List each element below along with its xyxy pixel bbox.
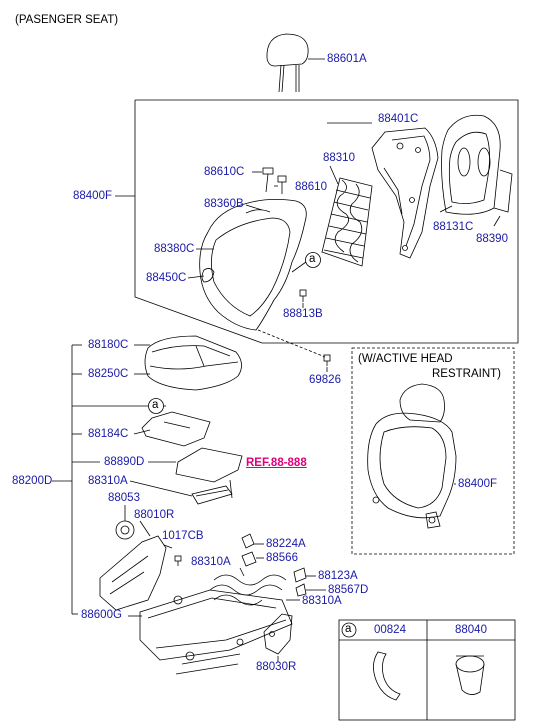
callout-88030R[interactable]: 88030R <box>256 661 297 673</box>
ref-link-88-888[interactable]: REF.88-888 <box>246 457 307 469</box>
callout-88131C[interactable]: 88131C <box>433 221 474 233</box>
seat-cushion-cover-drawing <box>144 335 242 391</box>
clip-88566-drawing <box>241 551 257 567</box>
callout-88400F-top[interactable]: 88400F <box>73 190 113 202</box>
callout-88600G[interactable]: 88600G <box>81 609 122 621</box>
callout-69826[interactable]: 69826 <box>309 374 341 386</box>
marker-a-bottom-label: a <box>152 399 159 411</box>
sensor-88310A-drawing <box>191 479 233 505</box>
marker-a-bottom <box>148 398 164 414</box>
back-panel-drawing <box>441 114 513 215</box>
clip-69826-drawing <box>323 354 331 366</box>
seat-back-cover-drawing <box>199 199 307 331</box>
pad-88184C-drawing <box>141 411 211 447</box>
callout-88813B[interactable]: 88813B <box>283 308 323 320</box>
callout-88010R[interactable]: 88010R <box>134 509 175 521</box>
active-restraint-label-line2: RESTRAINT) <box>432 368 501 380</box>
callout-88401C[interactable]: 88401C <box>378 113 419 125</box>
diagram-title: (PASENGER SEAT) <box>15 14 119 26</box>
callout-88310A-3[interactable]: 88310A <box>302 595 342 607</box>
active-restraint-seatback-drawing <box>367 383 457 529</box>
hog-ring-00824-drawing <box>373 651 401 701</box>
screw-1017CB-drawing <box>174 555 182 566</box>
clip-88813B-drawing <box>299 289 307 302</box>
cover-88030R-drawing <box>263 613 293 655</box>
callout-88610C[interactable]: 88610C <box>204 166 245 178</box>
callout-88601A[interactable]: 88601A <box>327 53 367 65</box>
seat-spring-drawing <box>209 574 287 606</box>
callout-88310A-1[interactable]: 88310A <box>88 475 128 487</box>
callout-88567D[interactable]: 88567D <box>328 584 369 596</box>
callout-88123A[interactable]: 88123A <box>318 570 358 582</box>
active-restraint-box <box>351 347 515 555</box>
legend-marker-a <box>341 622 357 638</box>
callout-88400F-active[interactable]: 88400F <box>458 478 498 490</box>
seat-back-frame-drawing <box>371 127 439 259</box>
knob-88053-drawing <box>115 520 135 540</box>
seat-back-frame-box <box>134 99 519 344</box>
clamp-88040-drawing <box>455 655 485 695</box>
headrest-drawing <box>266 33 309 93</box>
callout-88566[interactable]: 88566 <box>266 552 298 564</box>
marker-a-top-label: a <box>309 253 316 265</box>
legend-part-88040[interactable]: 88040 <box>455 624 487 636</box>
callout-88890D[interactable]: 88890D <box>104 456 145 468</box>
clip-88224A-drawing <box>241 533 255 549</box>
clip-88123A-drawing <box>293 567 307 583</box>
spring-mat-drawing <box>321 177 373 267</box>
callout-88224A[interactable]: 88224A <box>266 538 306 550</box>
legend-part-00824[interactable]: 00824 <box>374 624 406 636</box>
callout-88380C[interactable]: 88380C <box>154 243 195 255</box>
clip-88567D-drawing <box>295 583 307 597</box>
callout-88310[interactable]: 88310 <box>323 152 355 164</box>
callout-88610[interactable]: 88610 <box>295 181 327 193</box>
callout-88360B[interactable]: 88360B <box>204 198 244 210</box>
callout-88250C[interactable]: 88250C <box>88 368 129 380</box>
screw-88610-drawing <box>277 175 287 194</box>
callout-88200D[interactable]: 88200D <box>12 475 53 487</box>
callout-88390[interactable]: 88390 <box>476 233 508 245</box>
callout-88053[interactable]: 88053 <box>108 492 140 504</box>
screw-88610C-drawing <box>262 167 274 193</box>
callout-88184C[interactable]: 88184C <box>88 428 129 440</box>
callout-88450C[interactable]: 88450C <box>146 272 187 284</box>
side-shield-drawing <box>99 535 167 611</box>
callout-1017CB[interactable]: 1017CB <box>162 530 204 542</box>
mat-88890D-drawing <box>175 447 243 483</box>
marker-a-top <box>305 252 321 268</box>
active-restraint-label-line1: (W/ACTIVE HEAD <box>358 353 453 365</box>
callout-88180C[interactable]: 88180C <box>88 339 129 351</box>
callout-88310A-2[interactable]: 88310A <box>191 556 231 568</box>
legend-marker-label: a <box>345 623 352 635</box>
